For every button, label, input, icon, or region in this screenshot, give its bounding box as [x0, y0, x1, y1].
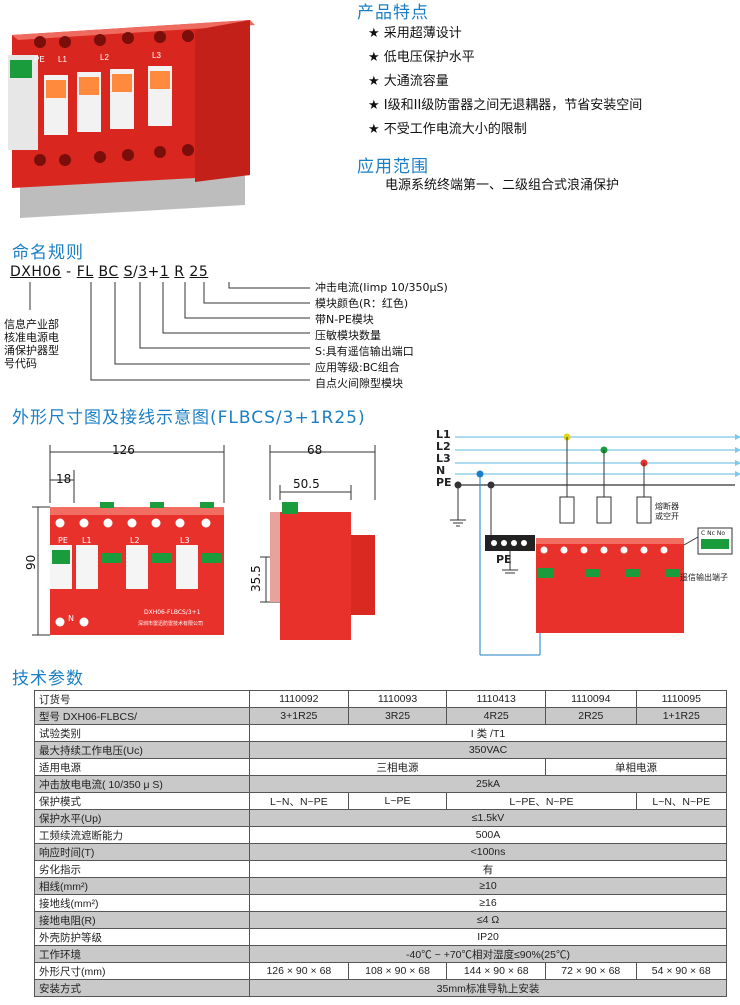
side-view-drawing [260, 445, 376, 640]
wiring-line-labels: L1 L2 L3 N PE [436, 429, 452, 489]
code-part: 25 [189, 264, 209, 280]
table-row: 接地电阻(R) ≤4 Ω [34, 911, 727, 929]
module-width-label: 18 [56, 472, 72, 486]
table-row: 劣化指示 有 [34, 860, 727, 878]
front-company-text: 深圳市雷迅防雷技术有限公司 [138, 621, 204, 627]
code-part: 1 [159, 264, 170, 280]
front-width-label: 126 [112, 443, 135, 457]
table-row: 保护水平(Up) ≤1.5kV [34, 809, 727, 827]
table-row: 保护模式 L~N、N~PE L~PE L~PE、N~PE L~N、N~PE [34, 792, 728, 810]
product-photo: PE L1 L2 L3 [0, 0, 265, 225]
table-row: 响应时间(T) <100ns [34, 843, 727, 861]
table-row: 外形尺寸(mm) 126 × 90 × 68 108 × 90 × 68 144… [34, 962, 728, 980]
feature-item: ★ 不受工作电流大小的限制 [368, 122, 527, 137]
code-part: 3 [138, 264, 148, 280]
line-label: N [436, 464, 446, 477]
naming-label: 自点火间隙型模块 [315, 377, 403, 390]
svg-text:PE: PE [34, 55, 45, 64]
line-label: PE [436, 476, 452, 489]
application-title: 应用范围 [357, 157, 429, 177]
specs-title: 技术参数 [12, 669, 84, 689]
front-view-drawing [32, 445, 225, 636]
naming-label: S:具有遥信输出端口 [315, 345, 414, 358]
fuse-label: 熔断器 或空开 [655, 502, 679, 521]
naming-label: 模块颜色(R：红色) [315, 297, 409, 310]
line-label: L1 [436, 428, 451, 441]
specs-table: 订货号 1110092 1110093 1110413 1110094 1110… [34, 690, 728, 997]
table-row: 工作环境 -40℃ ~ +70℃相对湿度≤90%(25℃) [34, 945, 727, 963]
wiring-pe-label: PE [496, 553, 512, 566]
table-row: 冲击放电电流( 10/350 μ S) 25kA [34, 775, 727, 793]
feature-item: ★ 低电压保护水平 [368, 50, 475, 65]
feature-item: ★ 采用超薄设计 [368, 26, 462, 41]
code-part: / [132, 264, 139, 280]
wiring-diagram [450, 433, 740, 656]
table-row: 接地线(mm²) ≥16 [34, 894, 727, 912]
height-label: 90 [24, 554, 38, 570]
naming-label: 压敏模块数量 [315, 329, 381, 342]
feature-item: ★ 大通流容量 [368, 74, 449, 89]
naming-code: DXH06 - FL BC S/3+1 R 25 [10, 264, 208, 280]
svg-text:L2: L2 [100, 53, 109, 62]
naming-left-label: 信息产业部 核准电源电 涌保护器型 号代码 [4, 318, 59, 370]
code-part: R [174, 264, 185, 280]
naming-label: 应用等级:BC组合 [315, 361, 400, 374]
naming-leader-lines [29, 282, 310, 381]
code-part: + [147, 264, 160, 280]
naming-label: 带N-PE模块 [315, 313, 374, 326]
table-row: 工频续流遮断能力 500A [34, 826, 727, 844]
svg-text:L3: L3 [152, 51, 161, 60]
code-part: FL [76, 264, 94, 280]
table-row: 试验类别 I 类 /T1 [34, 724, 727, 742]
terminal-labels: C Nc No [701, 530, 726, 537]
code-part: BC [98, 264, 119, 280]
naming-title: 命名规则 [12, 243, 84, 263]
feature-item: ★ I级和II级防雷器之间无退耦器，节省安装空间 [368, 98, 643, 113]
table-row: 适用电源 三相电源 单相电源 [34, 758, 727, 776]
line-label: L3 [436, 452, 451, 465]
side-depth-label: 68 [307, 443, 323, 457]
application-text: 电源系统终端第一、二级组合式浪涌保护 [385, 178, 620, 193]
features-list: ★ 采用超薄设计 ★ 低电压保护水平 ★ 大通流容量 ★ I级和II级防雷器之间… [368, 22, 738, 142]
table-row: 型号 DXH06-FLBCS/ 3+1R25 3R25 4R25 2R25 1+… [34, 707, 728, 725]
front-model-text: DXH06-FLBCS/3+1 [144, 609, 201, 616]
line-label: L2 [436, 440, 451, 453]
naming-labels: 冲击电流(Iimp 10/350μS) 模块颜色(R：红色) 带N-PE模块 压… [315, 280, 448, 392]
remote-terminal-label: 遥信输出端子 [680, 573, 728, 582]
side-inner-label: 50.5 [293, 477, 320, 491]
table-row: 相线(mm²) ≥10 [34, 877, 727, 895]
table-row: 订货号 1110092 1110093 1110413 1110094 1110… [34, 690, 728, 708]
features-title: 产品特点 [357, 3, 429, 23]
table-row: 最大持续工作电压(Uc) 350VAC [34, 741, 727, 759]
side-rail-label: 35.5 [249, 565, 263, 592]
code-part: DXH06 [10, 264, 62, 280]
front-n-label: N [68, 614, 74, 623]
dimension-title: 外形尺寸图及接线示意图(FLBCS/3+1R25) [12, 408, 366, 428]
code-part: - [66, 264, 72, 280]
table-row: 安装方式 35mm标准导轨上安装 [34, 979, 727, 997]
table-row: 外壳防护等级 IP20 [34, 928, 727, 946]
naming-label: 冲击电流(Iimp 10/350μS) [315, 281, 448, 294]
svg-text:L1: L1 [58, 55, 67, 64]
code-part: S [123, 264, 133, 280]
